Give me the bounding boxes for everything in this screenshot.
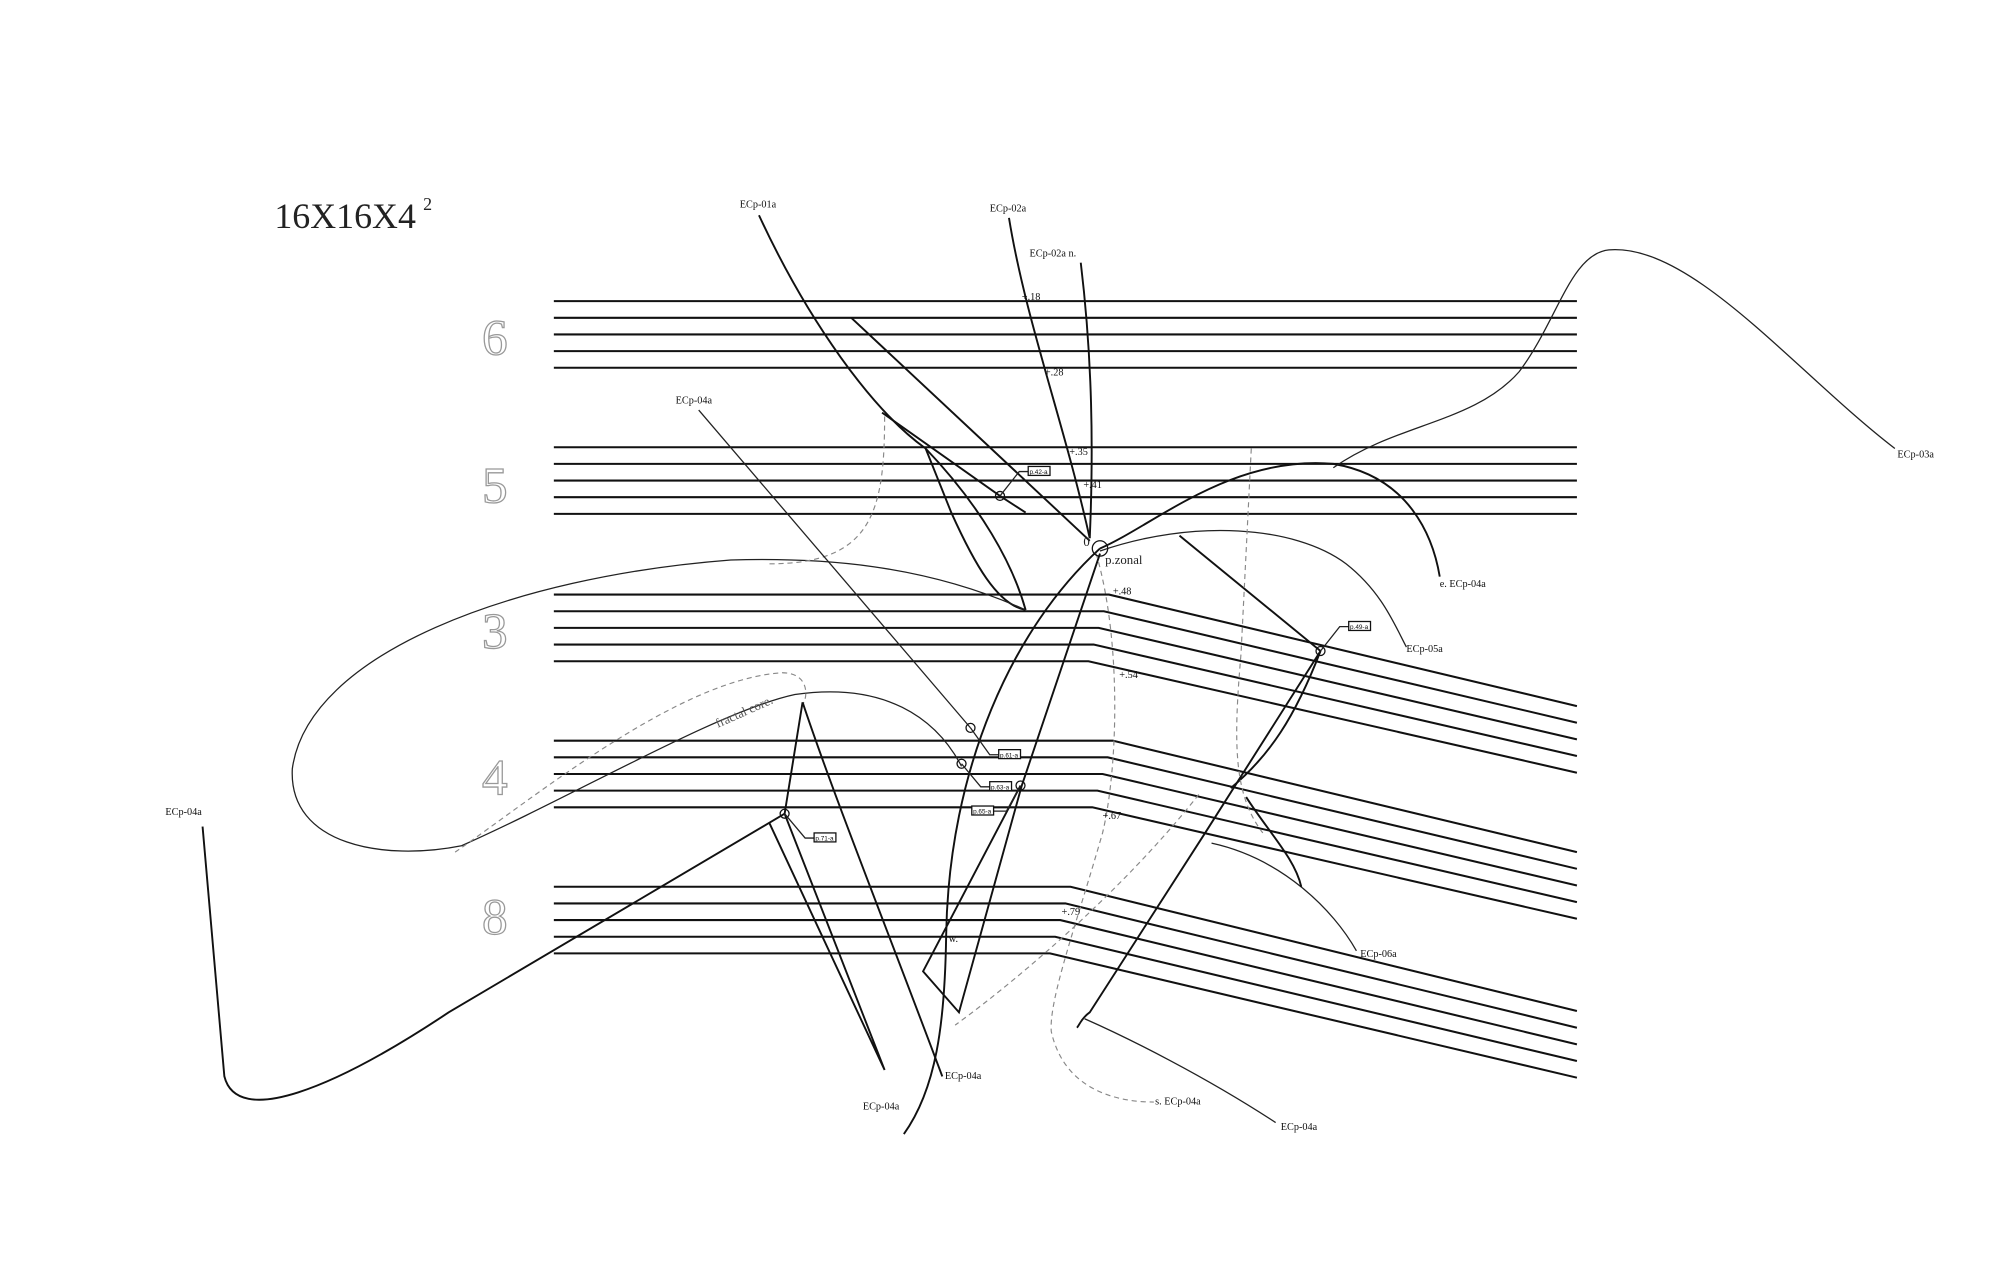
- staff-number-4: 4: [482, 750, 508, 807]
- curve-ecp01a: [758, 214, 1027, 611]
- staff-line: [553, 756, 1578, 870]
- label-ecp04a-left: ECp-04a: [165, 807, 202, 818]
- node-49: [1315, 645, 1326, 657]
- staff-number-8: 8: [482, 889, 508, 946]
- label-p-zonal: p.zonal: [1105, 553, 1143, 567]
- score-title: 16X16X4 2: [274, 194, 432, 236]
- page-ref-65: p.65-a: [973, 809, 992, 816]
- arc-ecp05a: [1099, 529, 1407, 648]
- label-ecp04a-top: ECp-04a: [676, 396, 713, 407]
- offset-35: +.35: [1069, 447, 1088, 458]
- lens-right-edge: [921, 553, 1101, 1015]
- arc-ecp06a: [1211, 842, 1357, 952]
- staff-line: [553, 739, 1578, 854]
- page-ref-71: p.71-a: [815, 836, 834, 843]
- staff-line: [553, 885, 1578, 1013]
- staff-line: [553, 789, 1578, 904]
- curves: [201, 214, 1896, 1135]
- dashed-vertical-1: [1050, 553, 1154, 1103]
- page-ref-61: p.61-a: [1000, 752, 1019, 759]
- dashed-upper: [769, 416, 886, 565]
- label-ecp04a-bottom-3: ECp-04a: [1281, 1122, 1318, 1133]
- staff-line: [553, 626, 1578, 741]
- node-63: [956, 758, 967, 769]
- staff-number-3: 3: [482, 603, 508, 660]
- node-71: [779, 808, 790, 819]
- curve-ecp03a: [1332, 249, 1896, 469]
- label-ecp02a-n: ECp-02a n.: [1029, 248, 1076, 259]
- line-to-node-49: [1178, 534, 1322, 652]
- offset-54: +.54: [1119, 670, 1138, 681]
- node-42: [994, 490, 1006, 502]
- label-ecp01a: ECp-01a: [740, 200, 777, 211]
- node-65: [1015, 780, 1026, 791]
- page-ref-49: p.49-a: [1350, 624, 1369, 631]
- label-zero: 0: [1083, 535, 1089, 549]
- line-staff6-diagonal: [850, 317, 1091, 542]
- staff-8: [553, 885, 1578, 1079]
- offset-18: +.18: [1022, 292, 1041, 303]
- staff-3: [553, 593, 1578, 774]
- label-ecp04a-bottom-2: ECp-04a: [863, 1102, 900, 1113]
- staff-numbers: 6 5 3 4 8: [481, 309, 508, 946]
- curve-ecp02a: [1008, 217, 1091, 539]
- label-ecp04a-s: s. ECp-04a: [1155, 1097, 1201, 1108]
- staff-line: [553, 952, 1578, 1079]
- offset-67: +.67: [1103, 811, 1122, 822]
- node-61: [965, 722, 976, 733]
- label-ecp04a-e: e. ECp-04a: [1440, 579, 1487, 590]
- label-ecp03a: ECp-03a: [1897, 449, 1934, 460]
- staff-6: [553, 300, 1577, 369]
- dashed-fractal-core: [454, 672, 807, 853]
- line-node49-down: [1076, 650, 1322, 1029]
- staff-line: [553, 935, 1578, 1063]
- label-ecp04a-bottom-1: ECp-04a: [945, 1071, 982, 1082]
- staff-line: [553, 919, 1578, 1046]
- curve-ecp04a-b3: [1084, 1018, 1276, 1124]
- staff-4: [553, 739, 1578, 920]
- label-fractal-core: fractal core.: [713, 693, 775, 731]
- line-ecp04a-top: [698, 409, 972, 729]
- wedge-upper: [924, 448, 1026, 611]
- curve-ecp04a-left: [201, 812, 786, 1101]
- staff-number-5: 5: [482, 457, 508, 514]
- lens-left-edge: [903, 547, 1101, 1135]
- page-ref-42: p.42-a: [1029, 469, 1048, 476]
- leaders: [784, 470, 1349, 839]
- label-ecp06a: ECp-06a: [1360, 949, 1397, 960]
- staff-line: [553, 593, 1578, 708]
- staff-line: [553, 772, 1578, 887]
- staff-line: [553, 643, 1578, 758]
- page-ref-63: p.63-a: [991, 784, 1010, 791]
- offset-41: +.41: [1083, 480, 1102, 491]
- curve-right-lower: [1245, 796, 1303, 887]
- offset-labels: +.18 +.28 +.35 +.41 +.48 +.54 +.67 +.79: [1022, 292, 1138, 918]
- arc-ecp04a-e: [1099, 462, 1441, 577]
- label-ecp02a: ECp-02a: [990, 203, 1027, 214]
- wedge-node49: [1230, 650, 1322, 789]
- loop-left: [291, 558, 1026, 852]
- label-w: w.: [949, 934, 958, 945]
- label-ecp05a: ECp-05a: [1406, 644, 1443, 655]
- staff-line: [553, 806, 1578, 920]
- staves: [553, 300, 1578, 1079]
- title-text: 16X16X4: [274, 196, 416, 236]
- curve-labels: ECp-01a ECp-02a ECp-02a n. ECp-03a ECp-0…: [165, 200, 1934, 1134]
- nodes: [779, 470, 1349, 839]
- dashed-diagonal: [954, 794, 1200, 1026]
- staff-5: [553, 446, 1577, 515]
- staff-line: [553, 902, 1578, 1029]
- title-exponent: 2: [423, 194, 432, 214]
- page-reference-boxes: p.42-a p.49-a p.61-a p.63-a p.65-a p.71-…: [813, 465, 1372, 843]
- staff-line: [553, 660, 1578, 774]
- offset-79: +.79: [1062, 907, 1081, 918]
- curve-ecp02a-n: [1079, 262, 1093, 539]
- offset-48: +.48: [1113, 587, 1132, 598]
- node-zonal: [1091, 540, 1109, 557]
- staff-line: [553, 610, 1578, 724]
- staff-number-6: 6: [482, 310, 508, 367]
- offset-28: +.28: [1045, 367, 1064, 378]
- dashed-vertical-2: [1236, 448, 1264, 834]
